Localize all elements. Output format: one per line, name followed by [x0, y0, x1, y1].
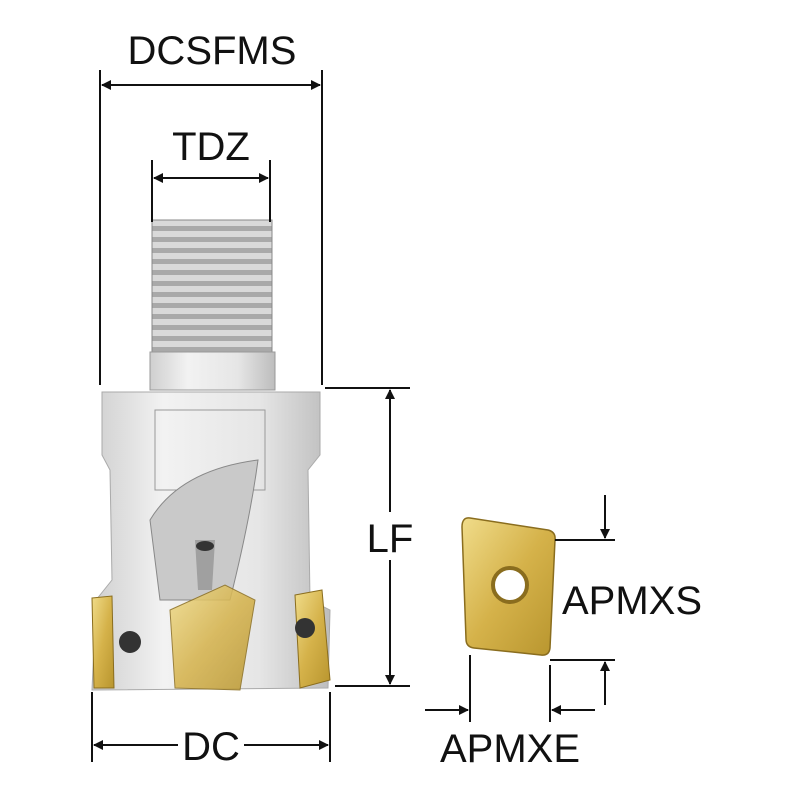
- dimension-label-lf: LF: [367, 517, 414, 561]
- chip-flute: [149, 459, 259, 601]
- cutter-body: [91, 219, 331, 691]
- insert-screw-icon: [295, 618, 315, 638]
- dimension-label-apmxs: APMXS: [562, 579, 702, 623]
- dimension-lines: [91, 70, 615, 762]
- insert-hole-icon: [491, 566, 529, 604]
- shank-neck: [149, 351, 276, 391]
- insert-screw-icon: [119, 631, 141, 653]
- dimension-label-dc: DC: [182, 725, 240, 769]
- cutting-insert: [294, 589, 331, 689]
- cutting-insert: [91, 595, 115, 689]
- insert-detail: [461, 517, 556, 656]
- dimension-label-tdz: TDZ: [172, 125, 250, 169]
- dimension-label-dcsfms: DCSFMS: [128, 29, 297, 73]
- cutting-insert: [169, 584, 256, 691]
- dimension-label-apmxe: APMXE: [440, 727, 580, 771]
- threaded-shank: [151, 219, 273, 356]
